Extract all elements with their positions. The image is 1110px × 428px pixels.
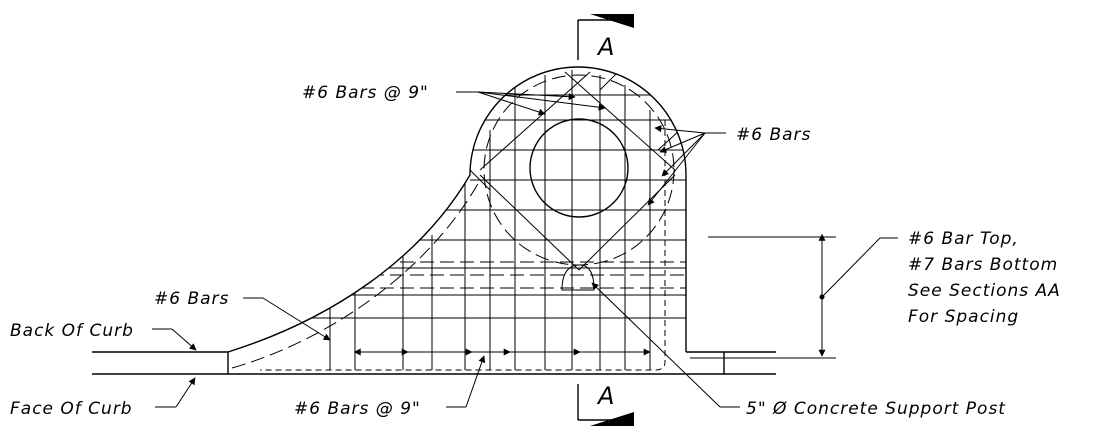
label-bars-right: #6 Bars bbox=[736, 125, 811, 145]
label-bar-top-3: See Sections AA bbox=[908, 281, 1061, 301]
concrete-outline bbox=[227, 66, 687, 374]
height-dimension bbox=[690, 233, 898, 359]
svg-text:A: A bbox=[596, 382, 614, 410]
label-back-of-curb: Back Of Curb bbox=[10, 321, 134, 341]
label-bar-top-1: #6 Bar Top, bbox=[908, 229, 1019, 249]
label-bars-left: #6 Bars bbox=[154, 289, 229, 309]
curb-lines bbox=[92, 351, 776, 375]
section-mark-bottom: A bbox=[577, 382, 634, 426]
svg-text:A: A bbox=[596, 33, 614, 61]
label-bars-9-top: #6 Bars @ 9" bbox=[302, 83, 429, 103]
rebar-outline-right bbox=[260, 120, 666, 371]
annotation-labels: #6 Bars @ 9" #6 Bars #6 Bar Top, #7 Bars… bbox=[10, 83, 1061, 419]
section-mark-top: A bbox=[577, 14, 634, 61]
label-face-of-curb: Face Of Curb bbox=[10, 399, 133, 419]
leader-lines bbox=[152, 91, 740, 408]
rebar-grid bbox=[300, 69, 686, 370]
rebar-outline-left bbox=[231, 179, 481, 369]
label-bar-top-2: #7 Bars Bottom bbox=[908, 255, 1058, 275]
support-post-hole bbox=[529, 118, 629, 218]
label-bars-9-bottom: #6 Bars @ 9" bbox=[294, 399, 421, 419]
label-support-post: 5" Ø Concrete Support Post bbox=[746, 399, 1006, 419]
label-bar-top-4: For Spacing bbox=[908, 307, 1019, 327]
post-base bbox=[561, 264, 595, 291]
